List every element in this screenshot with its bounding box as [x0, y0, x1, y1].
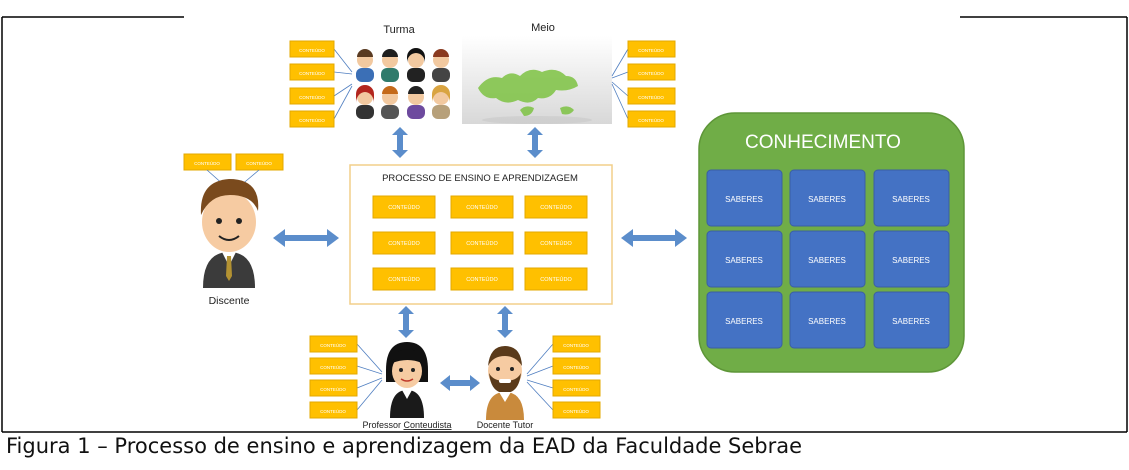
svg-text:CONTEÚDO: CONTEÚDO [320, 342, 346, 348]
person-icon [432, 49, 450, 82]
person-icon [381, 49, 399, 82]
svg-text:CONTEÚDO: CONTEÚDO [638, 117, 664, 123]
person-icon [356, 85, 374, 119]
svg-text:CONTEÚDO: CONTEÚDO [299, 94, 325, 100]
turma-label: Turma [383, 24, 415, 36]
world-map-image [462, 36, 612, 124]
svg-text:CONTEÚDO: CONTEÚDO [563, 408, 589, 414]
arrow-processo-conhecimento [621, 229, 687, 247]
arrow-discente-processo [273, 229, 339, 247]
turma-people-icons [356, 48, 450, 119]
meio-tags: CONTEÚDO CONTEÚDO CONTEÚDO CONTEÚDO [611, 40, 676, 128]
turma-tags: CONTEÚDO CONTEÚDO CONTEÚDO CONTEÚDO [289, 40, 353, 128]
conteudo-box-label: CONTEÚDO [540, 276, 572, 283]
svg-text:CONTEÚDO: CONTEÚDO [638, 70, 664, 76]
conteudo-box-label: CONTEÚDO [540, 240, 572, 247]
professor-tags: CONTEÚDO CONTEÚDO CONTEÚDO CONTEÚDO [309, 335, 383, 419]
svg-text:CONTEÚDO: CONTEÚDO [563, 364, 589, 370]
tutor-tags: CONTEÚDO CONTEÚDO CONTEÚDO CONTEÚDO [526, 335, 601, 419]
conteudo-box-label: CONTEÚDO [388, 276, 420, 283]
saberes-box-label: SABERES [725, 195, 763, 204]
conteudo-box-label: CONTEÚDO [540, 204, 572, 211]
svg-text:CONTEÚDO: CONTEÚDO [299, 47, 325, 53]
person-icon [432, 85, 450, 119]
svg-text:CONTEÚDO: CONTEÚDO [320, 408, 346, 414]
saberes-box-label: SABERES [808, 317, 846, 326]
saberes-box-label: SABERES [725, 317, 763, 326]
svg-text:CONTEÚDO: CONTEÚDO [638, 47, 664, 53]
arrow-processo-professor [398, 306, 414, 338]
professor-avatar-icon [386, 342, 428, 418]
meio-label: Meio [531, 22, 555, 34]
saberes-grid: SABERES SABERES SABERES SABERES SABERES … [706, 169, 950, 349]
conteudo-grid: CONTEÚDO CONTEÚDO CONTEÚDO CONTEÚDO CONT… [372, 195, 588, 291]
svg-text:CONTEÚDO: CONTEÚDO [638, 94, 664, 100]
saberes-box-label: SABERES [808, 256, 846, 265]
conteudo-box-label: CONTEÚDO [466, 276, 498, 283]
svg-text:CONTEÚDO: CONTEÚDO [320, 386, 346, 392]
arrow-meio-processo [527, 127, 543, 158]
svg-text:CONTEÚDO: CONTEÚDO [563, 342, 589, 348]
person-icon [407, 48, 425, 82]
person-icon [381, 86, 399, 119]
person-icon [407, 86, 425, 119]
conteudo-box-label: CONTEÚDO [466, 240, 498, 247]
professor-label: Professor Conteudista [362, 420, 451, 430]
processo-title: PROCESSO DE ENSINO E APRENDIZAGEM [382, 173, 578, 184]
saberes-box-label: SABERES [808, 195, 846, 204]
svg-text:CONTEÚDO: CONTEÚDO [563, 386, 589, 392]
conteudo-box-label: CONTEÚDO [466, 204, 498, 211]
figure-border [1, 16, 1128, 433]
arrow-professor-tutor [440, 375, 480, 391]
person-icon [356, 49, 374, 82]
arrow-turma-processo [392, 127, 408, 158]
saberes-box-label: SABERES [892, 256, 930, 265]
svg-text:CONTEÚDO: CONTEÚDO [246, 160, 272, 166]
saberes-box-label: SABERES [725, 256, 763, 265]
tutor-label: Docente Tutor [477, 420, 534, 430]
svg-text:CONTEÚDO: CONTEÚDO [299, 70, 325, 76]
figure-caption: Figura 1 – Processo de ensino e aprendiz… [6, 434, 803, 458]
svg-text:CONTEÚDO: CONTEÚDO [194, 160, 220, 166]
discente-avatar-icon [200, 179, 259, 288]
svg-text:CONTEÚDO: CONTEÚDO [320, 364, 346, 370]
conteudo-box-label: CONTEÚDO [388, 240, 420, 247]
arrow-processo-tutor [497, 306, 513, 338]
saberes-box-label: SABERES [892, 317, 930, 326]
conhecimento-title: CONHECIMENTO [745, 132, 901, 153]
saberes-box-label: SABERES [892, 195, 930, 204]
discente-label: Discente [209, 295, 250, 307]
tutor-avatar-icon [486, 346, 524, 420]
svg-text:CONTEÚDO: CONTEÚDO [299, 117, 325, 123]
conteudo-box-label: CONTEÚDO [388, 204, 420, 211]
